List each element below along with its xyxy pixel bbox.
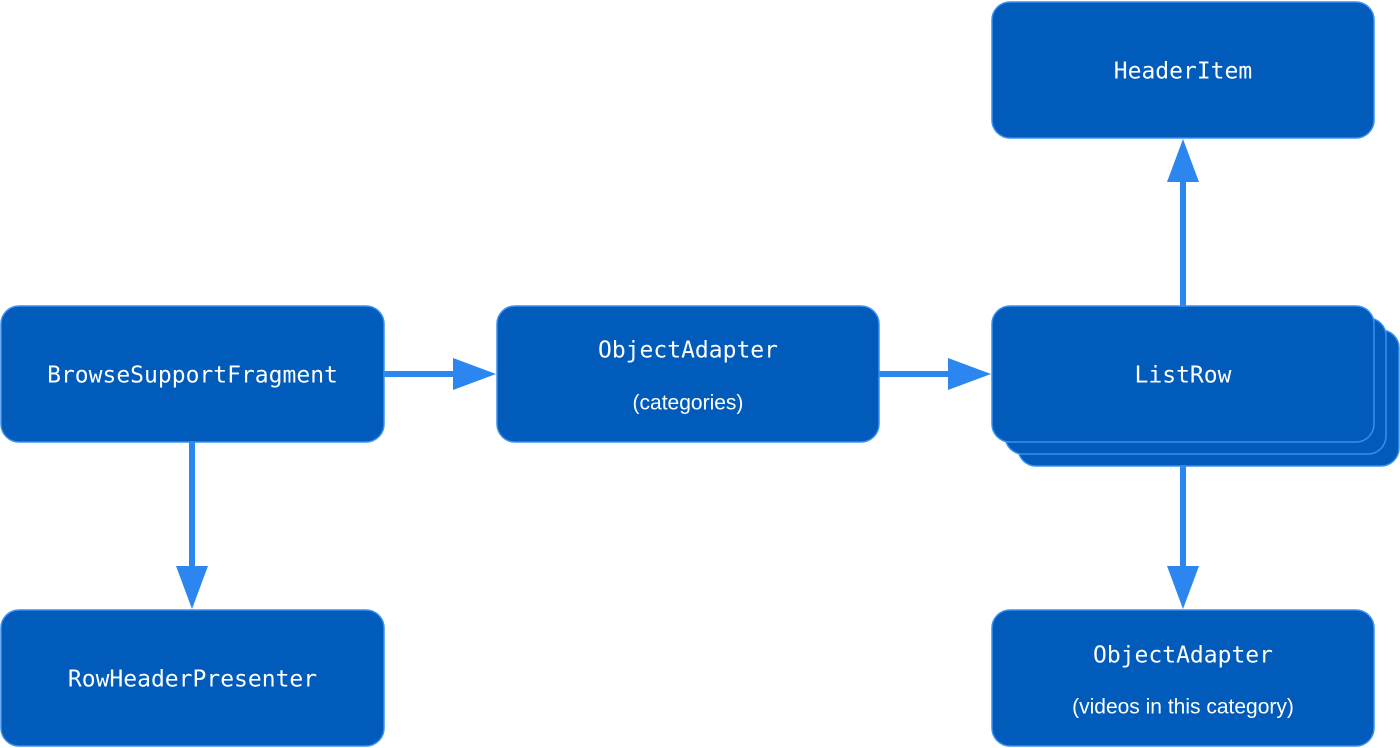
node-subtitle: (videos in this category) <box>1072 696 1294 719</box>
node-object-adapter-videos: ObjectAdapter (videos in this category) <box>991 609 1375 747</box>
edge-listrow-to-objectadapter-videos <box>1167 442 1199 609</box>
node-title: HeaderItem <box>1114 59 1252 85</box>
node-list-row: ListRow <box>991 305 1400 467</box>
node-title: RowHeaderPresenter <box>68 667 317 693</box>
node-title: ListRow <box>1135 363 1232 389</box>
node-browse-support-fragment: BrowseSupportFragment <box>0 305 385 443</box>
node-subtitle: (categories) <box>633 392 744 415</box>
node-header-item: HeaderItem <box>991 1 1375 139</box>
stack-card-front <box>991 305 1375 443</box>
edge-listrow-to-headeritem <box>1167 139 1199 306</box>
edge-browse-to-rowheaderpresenter <box>176 442 208 609</box>
node-title: ObjectAdapter <box>598 338 778 364</box>
node-object-adapter-categories: ObjectAdapter (categories) <box>496 305 880 443</box>
node-title: ObjectAdapter <box>1093 643 1273 669</box>
edge-objectadapter-to-listrow <box>879 358 991 390</box>
node-row-header-presenter: RowHeaderPresenter <box>0 609 385 747</box>
edge-browse-to-objectadapter <box>384 358 496 390</box>
node-title: BrowseSupportFragment <box>47 363 338 389</box>
